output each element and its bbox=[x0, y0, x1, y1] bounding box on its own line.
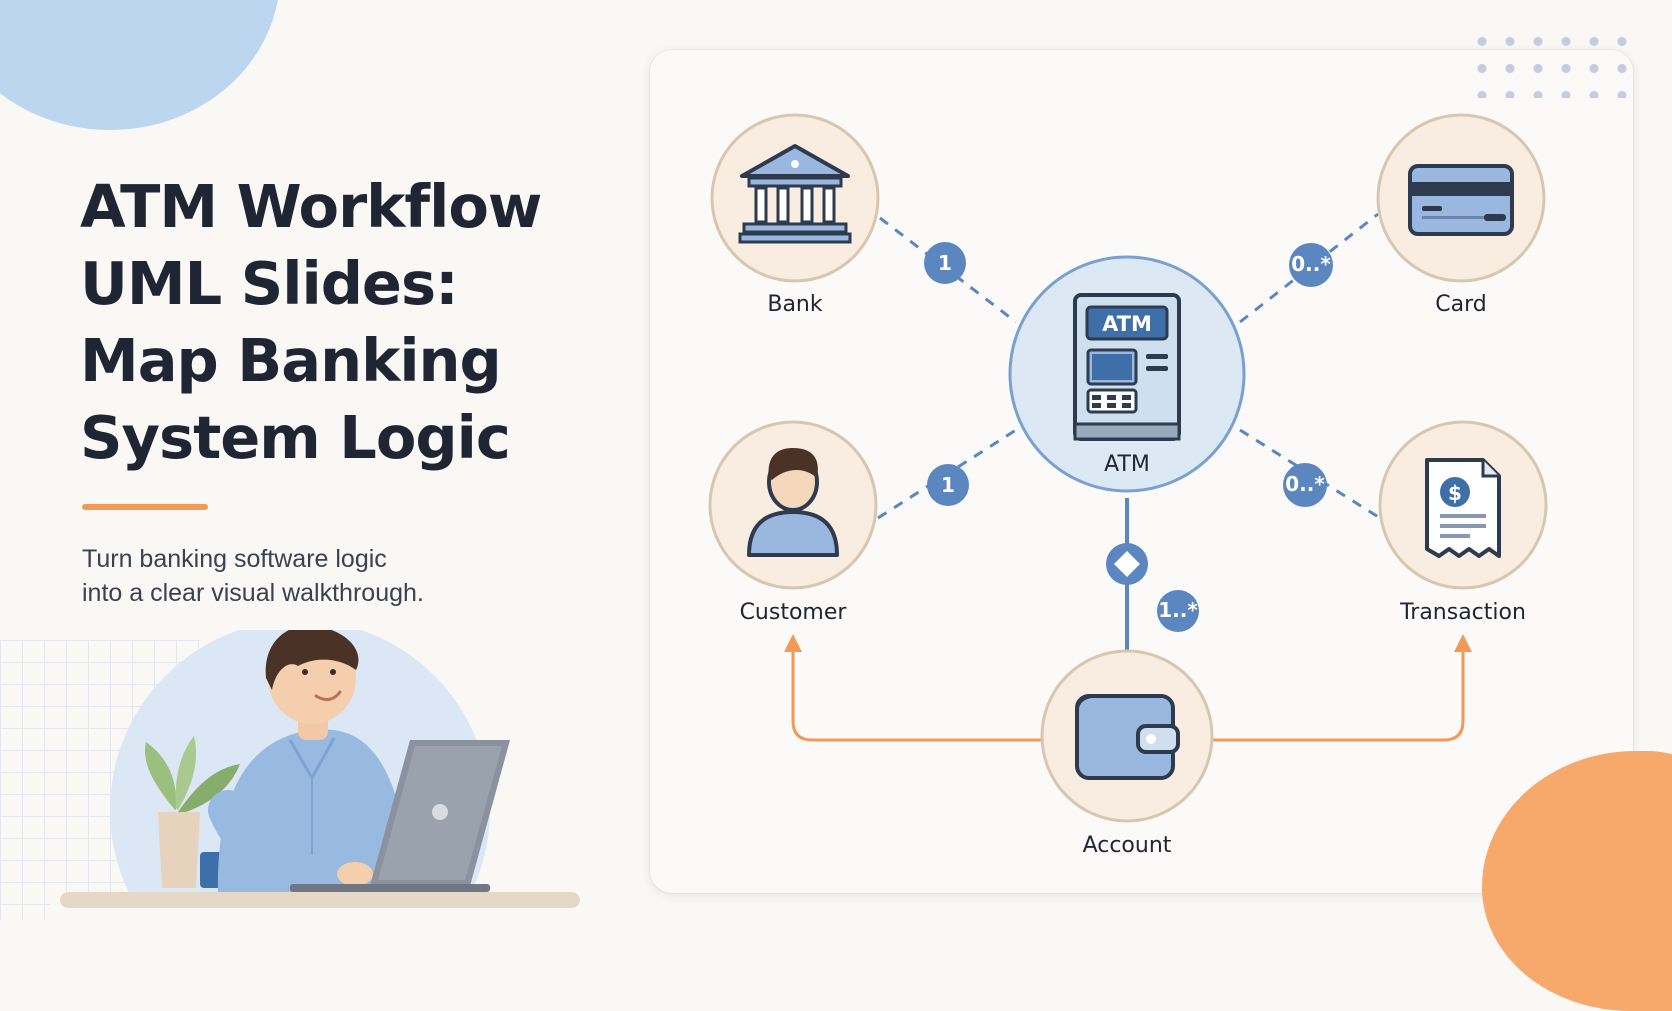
laptop-icon bbox=[290, 740, 510, 892]
bank-icon bbox=[738, 144, 852, 244]
label-account: Account bbox=[1083, 833, 1172, 858]
desk bbox=[60, 892, 580, 908]
plant-icon bbox=[145, 736, 240, 888]
receipt-icon: $ bbox=[1425, 458, 1501, 558]
node-card[interactable] bbox=[1376, 113, 1546, 283]
title-line-3: Map Banking bbox=[80, 326, 502, 395]
uml-class-diagram: Bank Card ATM bbox=[708, 113, 1548, 858]
node-account[interactable] bbox=[1040, 649, 1214, 823]
label-customer: Customer bbox=[740, 600, 848, 625]
decorative-dots bbox=[1468, 28, 1628, 98]
multiplicity-account-atm-text: 1..* bbox=[1158, 598, 1198, 622]
credit-card-icon bbox=[1408, 164, 1514, 236]
multiplicity-transaction-atm-text: 0..* bbox=[1285, 472, 1325, 496]
multiplicity-card-atm-text: 0..* bbox=[1291, 252, 1331, 276]
multiplicity-card-atm: 0..* bbox=[1289, 243, 1333, 287]
label-bank: Bank bbox=[767, 292, 823, 317]
title-line-2: UML Slides: bbox=[80, 249, 459, 318]
label-card: Card bbox=[1435, 292, 1486, 317]
multiplicity-customer-atm: 1 bbox=[927, 464, 969, 506]
atm-screen-text: ATM bbox=[1102, 312, 1152, 336]
arrowhead-transaction bbox=[1454, 634, 1472, 652]
multiplicity-bank-atm-text: 1 bbox=[938, 251, 952, 275]
wallet-icon bbox=[1075, 694, 1180, 780]
arrowhead-customer bbox=[784, 634, 802, 652]
aggregation-diamond-icon bbox=[1106, 543, 1148, 585]
multiplicity-account-atm: 1..* bbox=[1157, 590, 1199, 632]
subtitle-line-1: Turn banking software logic bbox=[82, 545, 387, 573]
label-transaction: Transaction bbox=[1399, 600, 1526, 625]
atm-machine-icon: ATM bbox=[1073, 293, 1181, 441]
dollar-icon: $ bbox=[1448, 481, 1462, 505]
title-accent-bar bbox=[82, 504, 208, 510]
slide-title: ATM Workflow UML Slides: Map Banking Sys… bbox=[80, 168, 640, 476]
node-transaction[interactable]: $ bbox=[1378, 420, 1548, 590]
flow-account-transaction bbox=[1212, 650, 1465, 742]
node-bank[interactable] bbox=[710, 113, 880, 283]
multiplicity-transaction-atm: 0..* bbox=[1283, 463, 1327, 507]
multiplicity-customer-atm-text: 1 bbox=[941, 473, 955, 497]
node-customer[interactable] bbox=[708, 420, 878, 590]
label-atm: ATM bbox=[1104, 452, 1150, 477]
person-laptop-illustration bbox=[50, 630, 630, 920]
subtitle-line-2: into a clear visual walkthrough. bbox=[82, 579, 424, 607]
slide-subtitle: Turn banking software logic into a clear… bbox=[82, 542, 502, 610]
person-icon bbox=[747, 448, 839, 557]
title-line-4: System Logic bbox=[80, 403, 511, 472]
flow-account-customer bbox=[791, 650, 1042, 742]
multiplicity-bank-atm: 1 bbox=[924, 242, 966, 284]
title-line-1: ATM Workflow bbox=[80, 172, 542, 241]
node-atm[interactable]: ATM bbox=[1008, 255, 1246, 493]
